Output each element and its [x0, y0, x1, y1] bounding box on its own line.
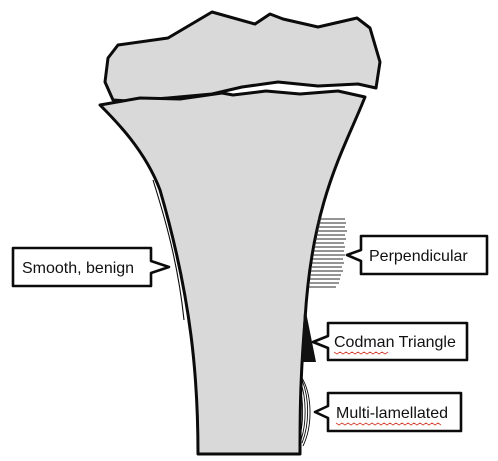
perpendicular-spicules	[309, 218, 347, 288]
callout-codman-triangle: Codman Triangle	[311, 321, 469, 362]
spellcheck-underline-lamellated	[335, 422, 442, 426]
codman-triangle	[301, 312, 316, 362]
epiphysis	[103, 10, 382, 103]
callout-multi-lamellated-label: Multi-lamellated	[336, 405, 448, 422]
bone-shaft	[98, 89, 367, 456]
smooth-periosteal-line	[152, 179, 185, 321]
multi-lamellated-layers	[299, 377, 311, 447]
callout-smooth-benign: Smooth, benign	[11, 246, 171, 288]
spellcheck-underline-codman	[333, 351, 389, 355]
callout-perpendicular-label: Perpendicular	[369, 248, 468, 265]
callout-perpendicular: Perpendicular	[345, 234, 489, 276]
callout-smooth-benign-label: Smooth, benign	[22, 260, 134, 277]
callout-multi-lamellated: Multi-lamellated	[313, 391, 463, 433]
callout-codman-triangle-label: Codman Triangle	[334, 334, 456, 351]
